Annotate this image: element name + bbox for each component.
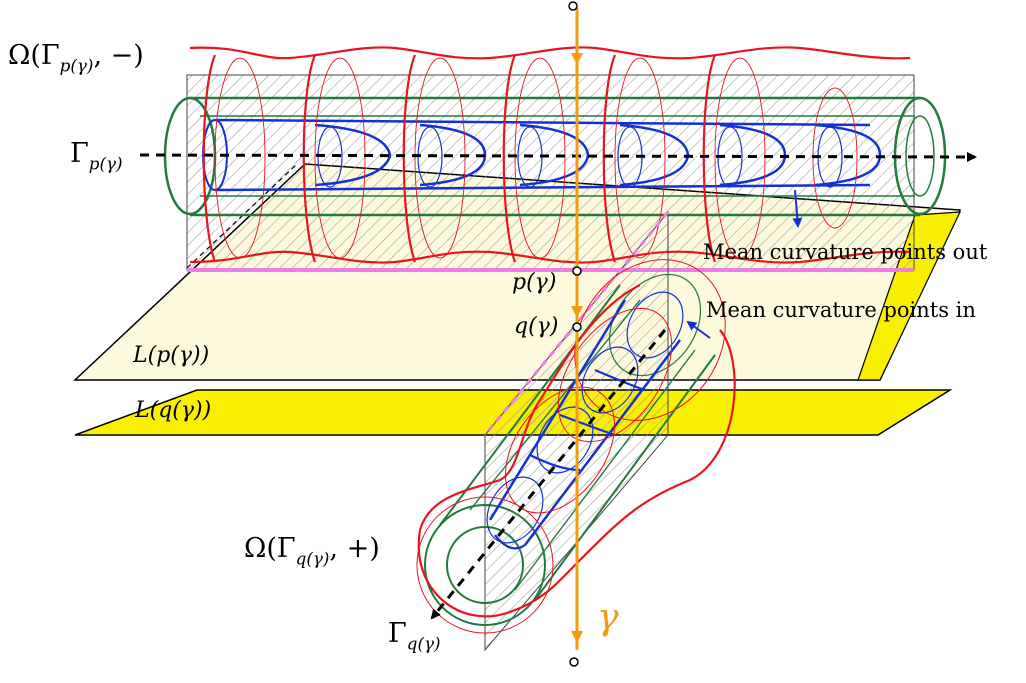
omega-p-label: Ω(Γp(γ), −) [8,40,144,76]
q-gamma-label: q(γ) [514,314,559,339]
gamma-q-axis [430,329,667,620]
gamma-label: γ [597,597,619,638]
omega-q-label: Ω(Γq(γ), +) [244,533,380,569]
red-surface-top [189,46,911,264]
green-tube-top [163,96,947,217]
L-q-label: L(q(γ)) [135,398,212,423]
gamma-q-label: Γq(γ) [388,618,441,654]
mean-curvature-out-arrow [792,189,803,228]
gamma-end-point [569,657,579,667]
blue-tube-top [202,118,882,192]
gamma-p-label: Γp(γ) [70,138,123,174]
p-gamma-label: p(γ) [512,270,557,295]
red-surface-bottom [416,259,736,634]
mean-curvature-in-label: Mean curvature points in [706,298,976,322]
p-gamma-point [572,266,582,276]
q-gamma-point [572,322,582,332]
gamma-start-point [568,1,578,11]
mean-curvature-out-label: Mean curvature points out [703,240,988,264]
L-p-label: L(p(γ)) [133,343,210,368]
mean-curvature-in-arrow [686,320,711,339]
gamma-p-axis [139,151,977,162]
plane-L-p-edge [857,211,961,381]
